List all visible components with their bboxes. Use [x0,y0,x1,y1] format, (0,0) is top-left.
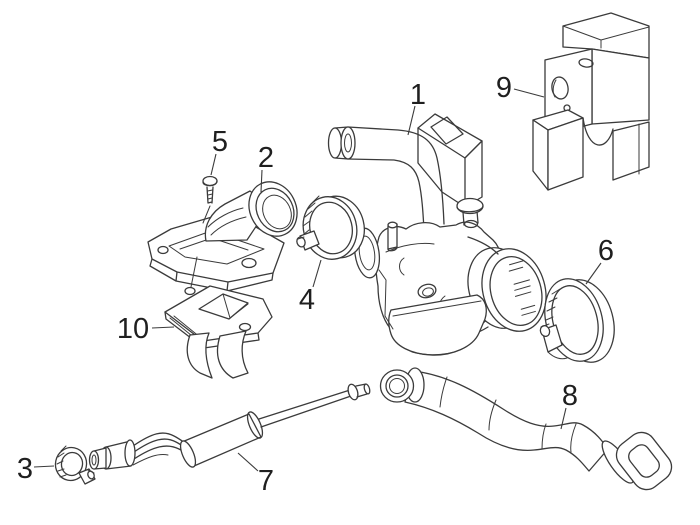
part-2-inlet-manifold [147,181,298,292]
callout-9-leader [513,88,545,98]
callout-labels: 1 2 3 4 5 6 7 8 9 10 [17,72,614,497]
callout-3-label: 3 [17,453,33,485]
callout-3-leader [33,465,55,468]
callout-2-label: 2 [258,142,274,174]
part-4-hose-clamp-small [296,195,365,260]
part-8-air-intake-hose [379,367,673,491]
part-7-throttle-transmission [88,383,371,470]
callout-2-leader [260,169,263,193]
callout-7-leader [237,452,259,472]
part-5-screw [202,175,218,224]
part-1-carburettor [327,113,547,356]
callout-8-label: 8 [562,380,578,412]
part-10-reed-valve [164,256,273,379]
callout-1-label: 1 [410,79,426,111]
callout-6-leader [585,262,602,285]
part-3-hose-clamp-tiny [54,445,96,485]
callout-1-leader [407,105,416,136]
callout-10-leader [151,326,175,329]
callout-5-leader [210,153,217,176]
part-6-hose-clamp-large [539,278,615,363]
callout-4-leader [312,259,322,288]
callout-6-label: 6 [598,235,614,267]
callout-9-label: 9 [496,72,512,104]
callout-5-label: 5 [212,126,228,158]
callout-8-leader [560,407,567,430]
callout-10-label: 10 [117,313,149,345]
callout-leaders [33,88,602,472]
part-9-support-bracket [532,12,650,191]
callout-4-label: 4 [299,284,315,316]
callout-7-label: 7 [258,465,274,497]
